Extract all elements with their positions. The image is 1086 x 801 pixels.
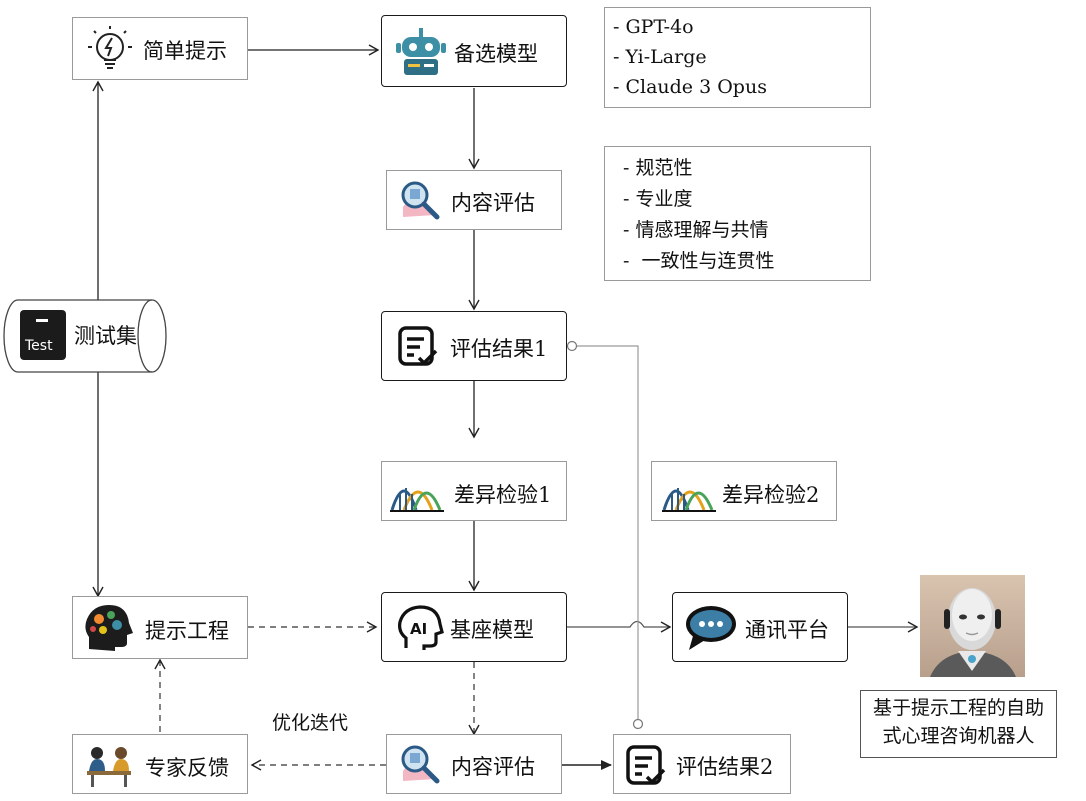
eval-result-2-label: 评估结果2 — [676, 755, 774, 779]
criteria-list-item: - 情感理解与共情 — [623, 219, 769, 241]
lightbulb-icon — [88, 26, 132, 69]
criteria-list-item: - 一致性与连贯性 — [623, 250, 775, 272]
simple-prompt-node[interactable]: 简单提示 — [72, 17, 248, 80]
base-model-label: 基座模型 — [450, 618, 534, 642]
comm-platform-node[interactable]: 通讯平台 — [672, 592, 848, 662]
magnifier-eval-icon — [401, 181, 440, 220]
optimize-iterate-label: 优化迭代 — [272, 712, 349, 734]
robot-icon — [396, 28, 446, 75]
test-set-node[interactable]: Test 测试集 — [14, 306, 154, 366]
expert-feedback-node[interactable]: 专家反馈 — [72, 734, 248, 794]
edge-base-to-comm — [567, 620, 672, 633]
connector-dot-top — [566, 340, 578, 352]
edge-results-to-diff2 — [568, 345, 639, 724]
head-gears-icon — [85, 605, 133, 651]
distribution-chart-icon — [662, 488, 716, 512]
criteria-list-item: - 规范性 — [623, 157, 693, 179]
model-list-item: - Claude 3 Opus — [613, 76, 767, 98]
distribution-chart-icon — [390, 488, 444, 512]
content-eval-top-label: 内容评估 — [451, 191, 535, 215]
diff-test-2-label: 差异检验2 — [722, 483, 820, 507]
simple-prompt-label: 简单提示 — [143, 39, 227, 63]
base-model-node[interactable]: AI 基座模型 — [381, 592, 567, 662]
robot-caption-line2: 式心理咨询机器人 — [882, 725, 1035, 747]
diff-test-2-node[interactable]: 差异检验2 — [651, 461, 837, 521]
robot-caption-line1: 基于提示工程的自助 — [872, 697, 1044, 719]
eval-result-1-label: 评估结果1 — [450, 337, 548, 361]
meeting-people-icon — [87, 747, 131, 787]
content-eval-bottom-node[interactable]: 内容评估 — [386, 734, 562, 794]
content-eval-bottom-label: 内容评估 — [451, 755, 535, 779]
model-list-item: - GPT-4o — [613, 16, 694, 38]
test-set-label: 测试集 — [74, 324, 137, 348]
criteria-list-item: - 专业度 — [623, 188, 693, 210]
checklist-icon — [626, 745, 666, 785]
robot-portrait-image — [920, 575, 1025, 677]
candidate-models-node[interactable]: 备选模型 — [381, 15, 567, 87]
ai-head-icon: AI — [398, 605, 444, 650]
test-key-icon: Test — [20, 310, 66, 360]
eval-result-2-node[interactable]: 评估结果2 — [613, 734, 791, 794]
criteria-list-box: - 规范性 - 专业度 - 情感理解与共情 - 一致性与连贯性 — [604, 146, 871, 281]
content-eval-top-node[interactable]: 内容评估 — [386, 170, 562, 230]
robot-caption-box: 基于提示工程的自助 式心理咨询机器人 — [860, 690, 1057, 758]
prompt-engineering-label: 提示工程 — [145, 619, 229, 643]
ai-head-text: AI — [410, 620, 427, 638]
test-key-text: Test — [25, 338, 53, 354]
candidate-models-label: 备选模型 — [454, 42, 538, 66]
model-list-item: - Yi-Large — [613, 46, 707, 68]
connector-dot-bottom — [632, 718, 644, 730]
comm-platform-label: 通讯平台 — [745, 618, 829, 642]
checklist-icon — [398, 326, 438, 366]
model-list-box: - GPT-4o - Yi-Large - Claude 3 Opus — [604, 7, 871, 108]
magnifier-eval-icon — [401, 745, 440, 784]
chat-bubble-icon — [686, 606, 736, 650]
expert-feedback-label: 专家反馈 — [145, 756, 229, 780]
diff-test-1-label: 差异检验1 — [454, 483, 552, 507]
eval-result-1-node[interactable]: 评估结果1 — [381, 311, 567, 381]
diff-test-1-node[interactable]: 差异检验1 — [381, 461, 567, 521]
prompt-engineering-node[interactable]: 提示工程 — [72, 596, 248, 659]
